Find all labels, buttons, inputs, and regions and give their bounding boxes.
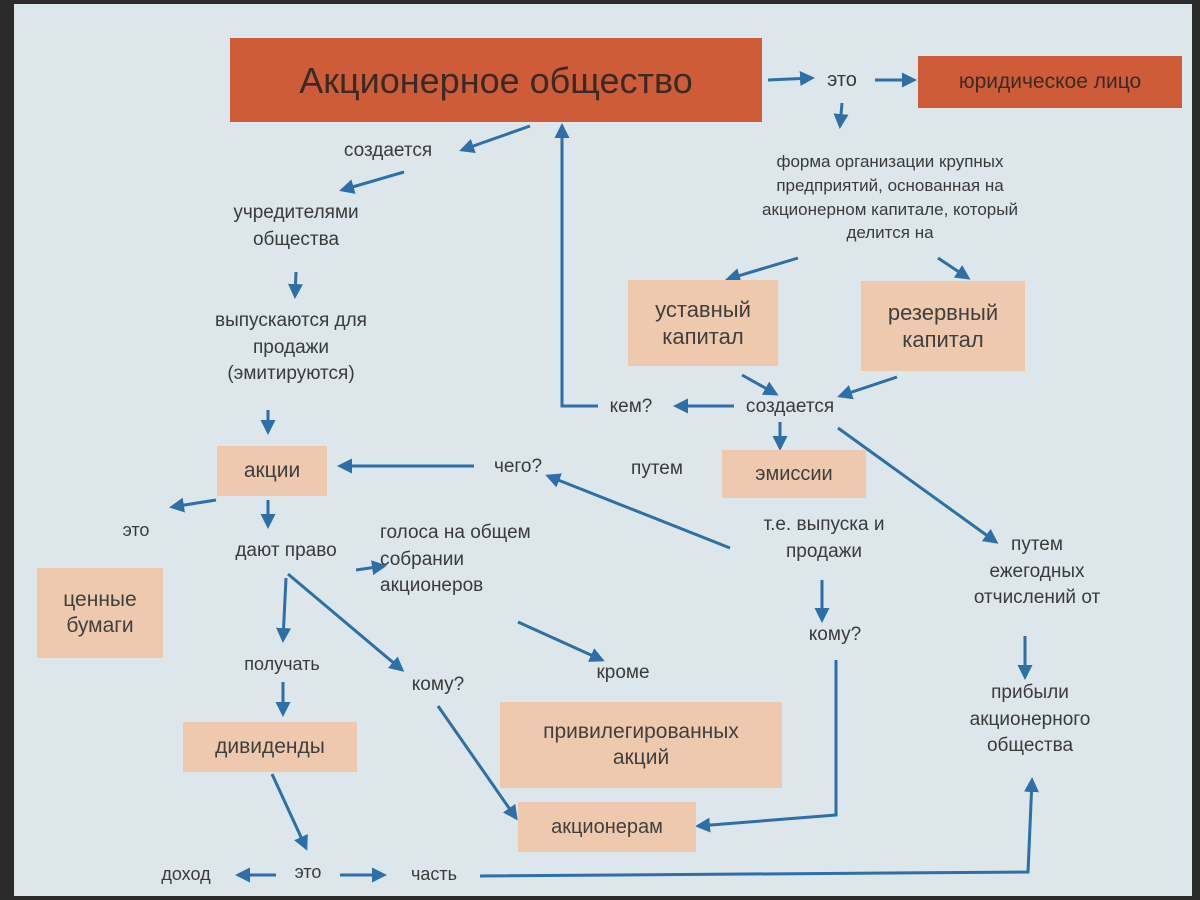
arrow-whom-to-shareholders-mid [436,705,518,821]
emission-label: эмиссии [755,462,833,485]
securities-box: ценные бумаги [37,568,163,658]
preferred-shares-label: привилегированных акций [543,719,739,769]
arrow-whom-to-shareholders [695,660,838,833]
legal-entity-box: юридическое лицо [918,56,1182,108]
arrow-created-to-annual [837,426,999,544]
give-right-label: дают право [235,540,337,561]
arrow-by-whom-to-title [554,123,598,408]
arrow-ie-issue-to-of-what [545,473,731,550]
of-what-label: чего? [493,456,543,477]
arrow-founders-to-issued [288,271,303,299]
arrow-give-right-to-whom [287,572,405,672]
arrow-to-charter-capital [725,256,799,283]
created-right-label: создается [745,396,835,417]
definition-text: форма организации крупных предприятий, о… [762,152,1018,243]
created-left-label: создается [343,140,433,161]
by-means-label: путем [631,458,683,479]
reserve-capital-label: резервный капитал [887,299,999,353]
arrow-reserve-to-created [837,375,898,400]
by-annual-label: путем ежегодных отчислений от [973,534,1101,609]
this-top-label: это [827,69,857,91]
arrow-part-to-profit [479,777,1039,878]
dividends-box: дивиденды [183,722,357,772]
income-label: доход [161,864,211,884]
shareholders-label: акционерам [551,815,663,838]
to-whom-mid-label: кому? [411,674,465,695]
legal-entity-label: юридическое лицо [958,69,1142,93]
arrow-to-reserve-capital [937,256,971,280]
dividends-label: дивиденды [215,734,325,758]
preferred-shares-box: привилегированных акций [500,702,782,788]
this-bottom-label: это [294,862,322,882]
profit-label: прибыли акционерного общества [969,682,1091,757]
vote-label: голоса на общем собрании акционеров [380,522,531,597]
arrow-shares-to-this [169,497,217,513]
diagram-title: Акционерное общество [299,59,693,101]
by-whom-label: кем? [609,396,653,417]
securities-label: ценные бумаги [63,587,137,637]
emission-box: эмиссии [722,450,866,498]
receive-label: получать [244,654,320,674]
reserve-capital-box: резервный капитал [861,281,1025,371]
arrow-this-to-definition [833,102,849,129]
shares-label: акции [243,458,301,482]
shareholders-box: акционерам [518,802,696,852]
shares-box: акции [217,446,327,496]
charter-capital-label: уставный капитал [655,296,751,350]
arrow-title-to-this [767,71,815,87]
arrow-charter-to-created [741,373,779,396]
arrow-give-right-to-vote [355,560,387,576]
part-label: часть [410,864,457,884]
arrow-vote-to-except [517,620,605,662]
arrow-created-to-founders [339,170,405,194]
arrow-dividends-to-this [270,773,308,851]
this-left-label: это [122,520,150,540]
to-whom-right-label: кому? [808,624,862,645]
founders-label: учредителями общества [233,202,359,250]
title-box: Акционерное общество [230,38,762,122]
arrow-title-to-created-left [459,124,531,154]
issued-label: выпускаются для продажи (эмитируются) [215,310,367,385]
charter-capital-box: уставный капитал [628,280,778,366]
ie-issue-label: т.е. выпуска и продажи [763,514,885,562]
except-label: кроме [596,662,650,683]
arrow-give-right-to-receive [276,577,292,643]
